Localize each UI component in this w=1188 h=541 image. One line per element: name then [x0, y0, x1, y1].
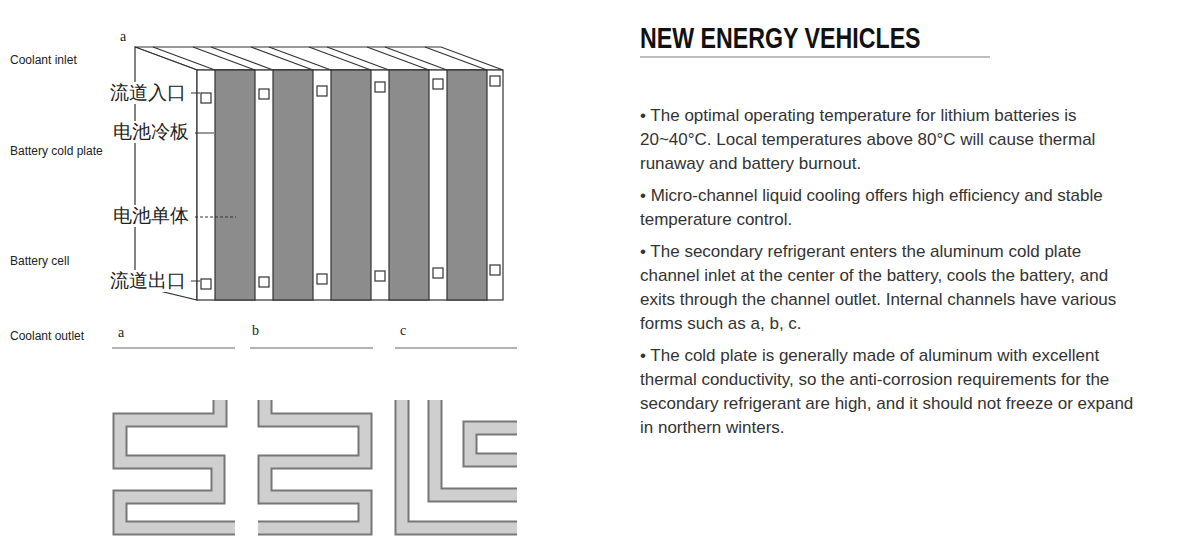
plate-edge — [153, 47, 215, 70]
leader-lines — [191, 93, 236, 281]
channel-port — [433, 268, 443, 278]
pack-front-face — [197, 70, 503, 300]
channel-a-outline — [120, 400, 235, 528]
bullet-note: • The secondary refrigerant enters the a… — [640, 240, 1145, 336]
battery-cell — [273, 70, 313, 300]
channel-port — [490, 265, 500, 275]
plate-edge — [425, 47, 487, 70]
plate-edge — [251, 47, 313, 70]
page-title: NEW ENERGY VEHICLES — [640, 22, 921, 55]
plate-edge — [385, 47, 447, 70]
figure-letter: b — [252, 323, 259, 339]
channel-port — [375, 271, 385, 281]
channel-c — [402, 400, 517, 528]
leader-line — [191, 281, 200, 282]
battery-cell — [331, 70, 371, 300]
plate-edge — [211, 47, 273, 70]
channel-c — [470, 428, 517, 460]
plate-edge — [367, 47, 429, 70]
battery-pack — [135, 47, 503, 300]
channel-c-outline — [435, 400, 517, 495]
part-name: Battery cell — [10, 255, 69, 269]
plate-edge — [269, 47, 331, 70]
plate-edge — [327, 47, 389, 70]
bullet-note: • The optimal operating temperature for … — [640, 104, 1145, 176]
channel-port — [433, 79, 443, 89]
part-name: 流道入口 — [109, 82, 187, 104]
leader-line — [195, 133, 214, 134]
channel-c-outline — [402, 400, 517, 528]
channel-b-outline — [258, 400, 365, 528]
pack-top-face — [135, 47, 503, 70]
part-name: 电池冷板 — [112, 121, 190, 143]
part-name: Coolant inlet — [10, 54, 77, 68]
leader-line — [191, 93, 200, 94]
channel-b — [258, 400, 365, 528]
plate-edge — [193, 47, 255, 70]
channel-port — [201, 93, 211, 103]
figure-letter: a — [120, 29, 126, 45]
part-name: Battery cold plate — [10, 145, 103, 159]
channel-port — [317, 86, 327, 96]
channel-port — [317, 274, 327, 284]
channel-a — [120, 400, 235, 528]
rule-line — [112, 347, 235, 349]
channel-port — [490, 76, 500, 86]
channel-c — [435, 400, 517, 495]
caption-rules — [112, 347, 517, 349]
battery-cell — [215, 70, 255, 300]
leader-line — [195, 217, 236, 218]
battery-cell — [389, 70, 429, 300]
rule-line — [250, 347, 373, 349]
bullet-note: • Micro-channel liquid cooling offers hi… — [640, 184, 1145, 232]
part-name: Coolant outlet — [10, 330, 84, 344]
channel-port — [375, 82, 385, 92]
channel-shapes — [120, 400, 517, 528]
figure-letter: c — [400, 323, 406, 339]
channel-port — [259, 277, 269, 287]
battery-cell — [447, 70, 487, 300]
title-underline — [640, 56, 990, 58]
channel-c-outline — [470, 428, 517, 460]
figure-letter: a — [118, 325, 124, 341]
rule-line — [395, 347, 517, 349]
channel-port — [259, 89, 269, 99]
bullet-note: • The cold plate is generally made of al… — [640, 344, 1145, 440]
plate-edge — [309, 47, 371, 70]
channel-port — [201, 279, 211, 289]
part-name: 流道出口 — [109, 270, 187, 292]
part-name: 电池单体 — [112, 205, 190, 227]
